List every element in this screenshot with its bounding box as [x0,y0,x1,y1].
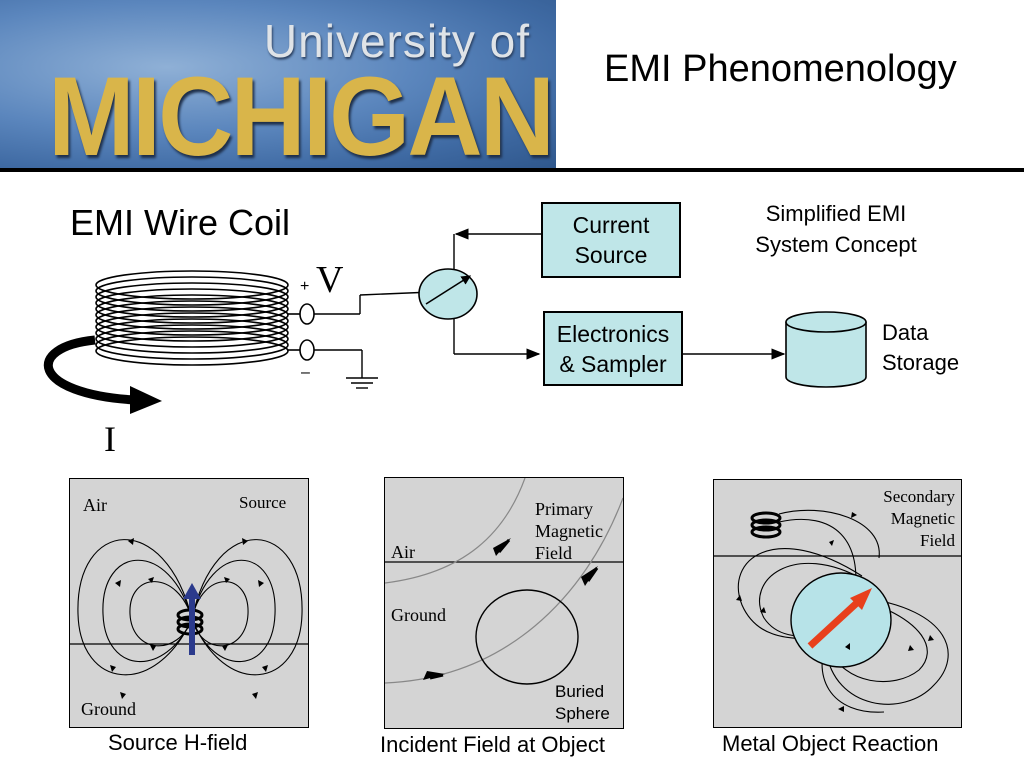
panel1-air-label: Air [83,495,107,515]
current-direction-arrow [44,335,162,414]
switch-node [418,268,478,320]
electronics-sampler-label: Electronics & Sampler [556,320,670,377]
secondary-coil-icon [750,511,782,539]
data-storage-cylinder [785,311,867,388]
panel2-caption: Incident Field at Object [380,732,606,757]
source-field-lines [70,538,308,699]
reaction-field-lines [714,509,961,713]
data-storage-label: Data Storage [882,320,960,375]
university-logo: University of MICHIGAN [0,0,556,168]
terminal-minus [299,339,315,361]
voltage-label: V [316,259,344,301]
panel1-caption: Source H-field [108,730,248,755]
source-field-arrow [183,583,201,655]
system-diagram [44,228,867,414]
reaction-field-arrow [807,588,872,649]
panel-metal-reaction: Secondary Magnetic Field [713,479,962,728]
logo-line-university: University of [263,15,530,67]
terminal-plus [299,303,315,325]
slide-title: EMI Phenomenology [604,48,957,90]
panel1-source-label: Source [239,493,287,512]
panel2-ground-label: Ground [391,605,446,625]
secondary-field-label: Secondary Magnetic Field [883,487,955,550]
system-concept-label: Simplified EMI System Concept [755,201,917,257]
panel3-caption: Metal Object Reaction [722,731,939,756]
panel2-air-label: Air [391,542,415,562]
panel1-ground-label: Ground [81,699,136,719]
current-label: I [104,419,116,459]
coil-windings [95,270,289,366]
primary-field-label: Primary Magnetic Field [535,499,603,563]
buried-sphere-label: Buried Sphere [555,682,610,723]
current-source-box: Current Source [541,202,681,278]
ground-symbol [346,377,378,389]
incident-field-lines [385,478,623,685]
panel-incident-field: Primary Magnetic Field Air Ground Buried… [384,477,624,729]
current-source-label: Current Source [572,212,650,268]
coil-title: EMI Wire Coil [70,202,291,243]
buried-sphere-outline [475,589,579,685]
header-divider [0,168,1024,172]
panel-source-hfield: Air Source Ground [69,478,309,728]
logo-line-michigan: MICHIGAN [48,54,555,168]
plus-sign: + [300,278,310,295]
minus-sign: – [301,364,310,381]
electronics-sampler-box: Electronics & Sampler [543,311,683,386]
